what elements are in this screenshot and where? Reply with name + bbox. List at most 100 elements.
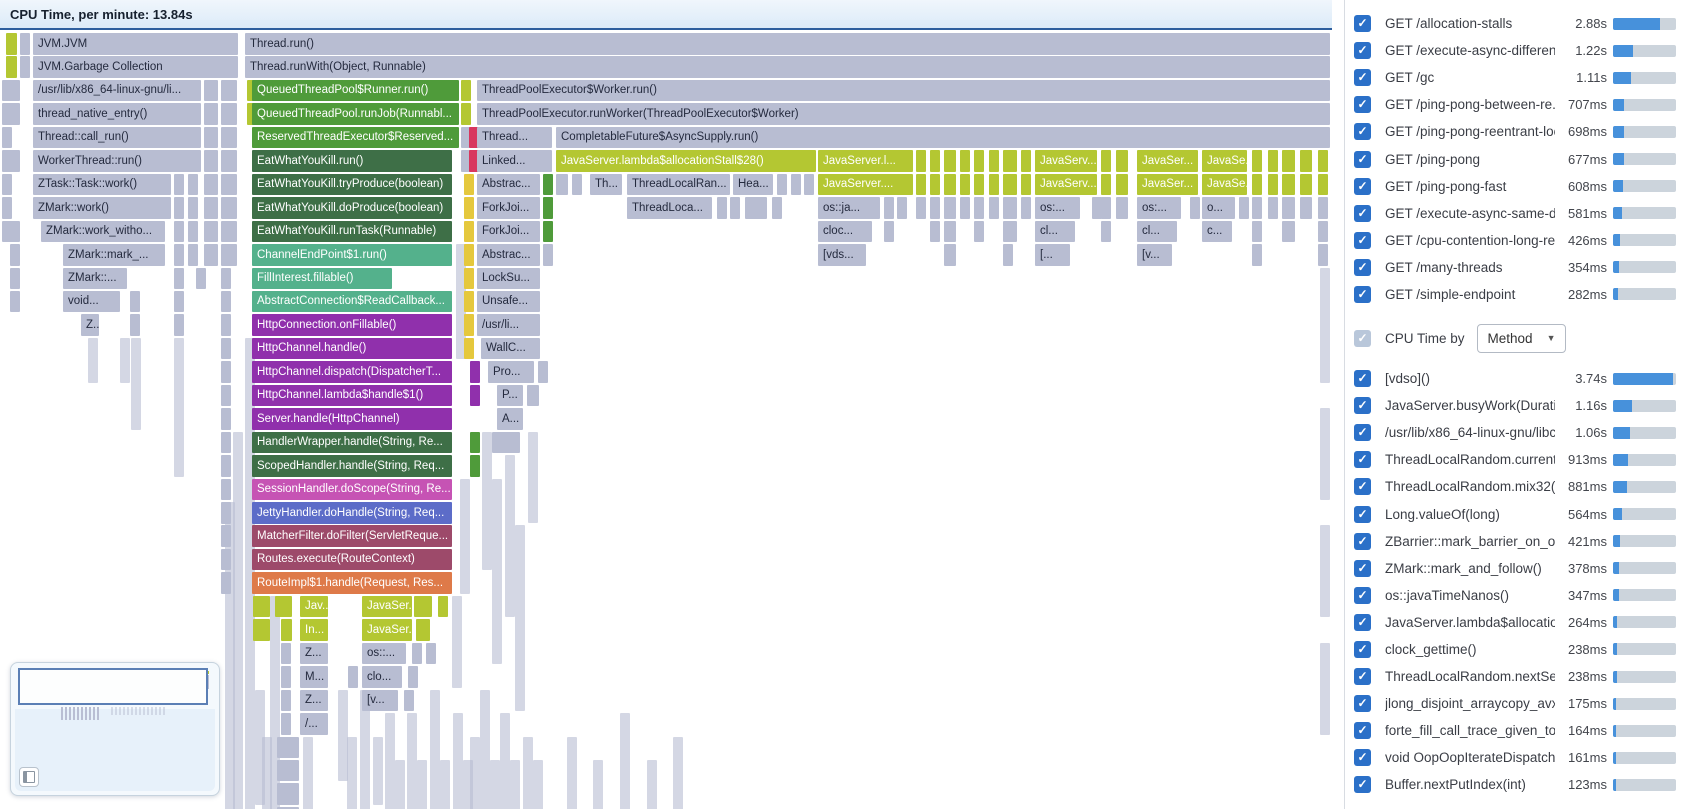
flame-frame-fragment[interactable] <box>543 244 553 266</box>
flame-frame-fragment[interactable] <box>221 502 231 524</box>
flame-frame-fragment[interactable] <box>730 197 740 219</box>
flame-column-fragment[interactable] <box>470 736 480 809</box>
flame-column-fragment[interactable] <box>303 736 313 809</box>
flame-frame-fragment[interactable] <box>130 290 140 313</box>
flame-column-fragment[interactable] <box>120 337 130 383</box>
flame-frame-fragment[interactable] <box>804 173 814 196</box>
flame-frame[interactable]: Routes.execute(RouteContext) <box>252 548 452 571</box>
flame-frame-fragment[interactable] <box>1252 244 1262 266</box>
flame-frame-fragment[interactable] <box>438 595 448 618</box>
flame-frame-fragment[interactable] <box>1116 150 1128 172</box>
flame-frame-fragment[interactable] <box>944 244 956 266</box>
flame-column-fragment[interactable] <box>492 478 502 665</box>
checkbox-checked[interactable]: ✓ <box>1354 424 1371 442</box>
flame-frame-fragment[interactable] <box>1021 150 1031 172</box>
flame-frame-fragment[interactable] <box>221 384 231 407</box>
flame-frame-fragment[interactable] <box>204 79 218 102</box>
flame-frame-fragment[interactable] <box>412 642 422 665</box>
flame-frame[interactable]: JavaServer.l... <box>818 150 913 172</box>
flame-frame-fragment[interactable] <box>1101 197 1111 219</box>
flame-frame-fragment[interactable] <box>461 79 471 102</box>
flame-frame[interactable]: JVM.Garbage Collection <box>33 56 238 78</box>
flame-frame-fragment[interactable] <box>6 33 17 55</box>
flame-frame-fragment[interactable] <box>188 197 198 219</box>
flame-column-fragment[interactable] <box>245 337 255 809</box>
flame-frame-fragment[interactable] <box>10 79 20 102</box>
flame-column-fragment[interactable] <box>395 759 405 809</box>
flame-frame[interactable]: Jav... <box>300 595 328 618</box>
flame-frame-fragment[interactable] <box>204 173 218 196</box>
flame-frame-fragment[interactable] <box>221 572 231 594</box>
flame-frame-fragment[interactable] <box>916 150 926 172</box>
flame-frame[interactable]: CompletableFuture$AsyncSupply.run() <box>556 126 1330 149</box>
flame-frame-fragment[interactable] <box>897 197 907 219</box>
flame-column-fragment[interactable] <box>567 736 577 809</box>
flame-frame-fragment[interactable] <box>130 314 140 336</box>
flame-column-fragment[interactable] <box>593 759 603 809</box>
flame-column-fragment[interactable] <box>174 337 184 477</box>
flame-frame-fragment[interactable] <box>277 736 299 758</box>
checkbox-checked[interactable]: ✓ <box>1354 532 1371 550</box>
flame-frame-fragment[interactable] <box>174 244 184 266</box>
flame-frame-fragment[interactable] <box>1282 150 1295 172</box>
flame-frame[interactable]: JavaSer... <box>1137 150 1198 172</box>
flame-frame-fragment[interactable] <box>2 173 12 196</box>
flame-column-fragment[interactable] <box>373 736 383 805</box>
flame-column-fragment[interactable] <box>463 759 473 809</box>
checkbox-checked[interactable]: ✓ <box>1354 69 1371 87</box>
flame-frame-fragment[interactable] <box>221 337 231 360</box>
flame-frame-fragment[interactable] <box>6 56 17 78</box>
flame-frame-fragment[interactable] <box>1268 150 1278 172</box>
flame-frame[interactable]: MatcherFilter.doFilter(ServletReque... <box>252 525 452 547</box>
flame-frame-fragment[interactable] <box>10 103 20 125</box>
flame-column-fragment[interactable] <box>1320 525 1330 618</box>
flame-frame[interactable]: [vds... <box>818 244 866 266</box>
flame-column-fragment[interactable] <box>515 525 525 712</box>
flame-frame-fragment[interactable] <box>1003 150 1017 172</box>
flame-frame-fragment[interactable] <box>221 478 231 501</box>
flame-frame-fragment[interactable] <box>426 642 436 665</box>
flame-frame-fragment[interactable] <box>1318 150 1328 172</box>
flame-column-fragment[interactable] <box>673 736 683 809</box>
flame-frame[interactable]: clo... <box>362 666 402 688</box>
flame-frame[interactable]: Z... <box>81 314 99 336</box>
flame-frame-fragment[interactable] <box>174 220 184 243</box>
flame-frame-fragment[interactable] <box>1003 244 1013 266</box>
flame-frame[interactable]: ForkJoi... <box>477 197 540 219</box>
flame-frame[interactable]: JavaServ... <box>1035 150 1097 172</box>
flame-frame[interactable]: QueuedThreadPool.runJob(Runnabl... <box>252 103 459 125</box>
flame-frame-fragment[interactable] <box>974 197 984 219</box>
flame-column-fragment[interactable] <box>385 713 395 809</box>
flame-frame-fragment[interactable] <box>275 595 292 618</box>
flame-frame-fragment[interactable] <box>404 689 414 712</box>
flame-frame-fragment[interactable] <box>538 361 548 383</box>
flame-frame[interactable]: /usr/li... <box>477 314 540 336</box>
flame-frame[interactable]: JavaServer.lambda$allocationStall$28() <box>556 150 816 172</box>
flame-column-fragment[interactable] <box>480 689 490 809</box>
flame-frame-fragment[interactable] <box>777 173 787 196</box>
flame-frame-fragment[interactable] <box>277 783 299 805</box>
flame-frame-fragment[interactable] <box>253 619 270 641</box>
flame-frame-fragment[interactable] <box>469 150 479 172</box>
flame-frame-fragment[interactable] <box>221 431 231 454</box>
flame-frame-fragment[interactable] <box>221 548 231 571</box>
checkbox-checked[interactable]: ✓ <box>1354 204 1371 222</box>
flame-frame-fragment[interactable] <box>1282 197 1295 219</box>
flame-frame-fragment[interactable] <box>221 314 231 336</box>
flame-frame[interactable]: thread_native_entry() <box>33 103 201 125</box>
flame-frame-fragment[interactable] <box>221 103 237 125</box>
flame-frame-fragment[interactable] <box>1190 197 1200 219</box>
flame-frame-fragment[interactable] <box>930 220 940 243</box>
flame-frame[interactable]: ZMark::work() <box>33 197 171 219</box>
flame-frame-fragment[interactable] <box>989 150 999 172</box>
flame-frame[interactable]: JavaServer.... <box>818 173 913 196</box>
flame-frame[interactable]: JavaSer... <box>362 595 412 618</box>
flame-frame-fragment[interactable] <box>253 595 270 618</box>
flame-column-fragment[interactable] <box>1320 267 1330 383</box>
flame-frame-fragment[interactable] <box>221 126 237 149</box>
flame-frame[interactable]: os::ja... <box>818 197 880 219</box>
flame-frame-fragment[interactable] <box>1239 197 1249 219</box>
flame-frame[interactable]: JavaServ... <box>1035 173 1097 196</box>
flame-column-fragment[interactable] <box>452 595 462 688</box>
checkbox-checked[interactable]: ✓ <box>1354 695 1371 713</box>
